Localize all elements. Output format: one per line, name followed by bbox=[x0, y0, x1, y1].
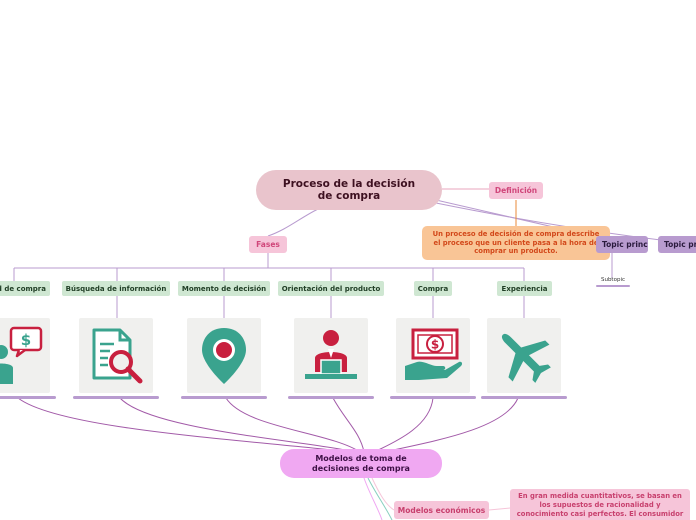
definition-text-node[interactable]: Un proceso de decisión de compra describ… bbox=[422, 226, 610, 260]
phase-label-text-2: Búsqueda de información bbox=[65, 284, 167, 293]
airplane-icon bbox=[501, 333, 551, 383]
subtopic-node[interactable]: Subtopic bbox=[590, 275, 636, 285]
phase-card-underline-6 bbox=[481, 396, 567, 399]
phase-label-2[interactable]: Búsqueda de información bbox=[62, 281, 170, 296]
economic-models-text: En gran medida cuantitativos, se basan e… bbox=[516, 492, 684, 518]
topic-label-1: Topic principal bbox=[602, 240, 648, 249]
economic-models-node[interactable]: Modelos económicos bbox=[394, 501, 489, 519]
phase-card-2[interactable] bbox=[79, 318, 153, 393]
phase-card-5[interactable]: $ bbox=[396, 318, 470, 393]
phase-card-underline-4 bbox=[288, 396, 374, 399]
phase-label-text-4: Orientación del producto bbox=[281, 284, 381, 293]
phase-card-6[interactable] bbox=[487, 318, 561, 393]
economic-models-label: Modelos económicos bbox=[397, 505, 486, 515]
phase-label-3[interactable]: Momento de decisión bbox=[178, 281, 270, 296]
phase-card-underline-1 bbox=[0, 396, 56, 399]
economic-models-text-node[interactable]: En gran medida cuantitativos, se basan e… bbox=[510, 489, 690, 520]
phase-card-4[interactable] bbox=[294, 318, 368, 393]
svg-text:$: $ bbox=[431, 337, 439, 351]
svg-text:$: $ bbox=[21, 331, 31, 349]
phase-label-text-6: Experiencia bbox=[501, 284, 548, 293]
phase-card-3[interactable] bbox=[187, 318, 261, 393]
phase-card-1[interactable]: $ bbox=[0, 318, 50, 393]
money-message-icon: $ bbox=[0, 326, 43, 384]
location-pin-icon bbox=[202, 327, 246, 384]
phases-node[interactable]: Fases bbox=[249, 236, 287, 253]
phase-label-text-1: Reconocimiento de la necesidad de compra bbox=[0, 284, 46, 293]
root-topic-label: Proceso de la decisión de compra bbox=[282, 178, 416, 202]
phase-label-text-5: Compra bbox=[417, 284, 449, 293]
topic-node-1[interactable]: Topic principal bbox=[596, 236, 648, 253]
root-topic[interactable]: Proceso de la decisión de compra bbox=[256, 170, 442, 210]
phase-label-text-3: Momento de decisión bbox=[181, 284, 267, 293]
phases-label: Fases bbox=[256, 240, 280, 249]
definition-node[interactable]: Definición bbox=[489, 182, 543, 199]
subtopic-label: Subtopic bbox=[600, 277, 626, 283]
document-search-icon bbox=[92, 328, 143, 383]
models-label: Modelos de toma de decisiones de compra bbox=[312, 454, 410, 473]
phase-label-4[interactable]: Orientación del producto bbox=[278, 281, 384, 296]
topic-node-2[interactable]: Topic principal bbox=[658, 236, 696, 253]
phase-card-underline-5 bbox=[390, 396, 476, 399]
phase-card-underline-2 bbox=[73, 396, 159, 399]
subtopic-underline bbox=[596, 285, 630, 287]
models-node[interactable]: Modelos de toma de decisiones de compra bbox=[280, 449, 442, 478]
phase-label-6[interactable]: Experiencia bbox=[497, 281, 552, 296]
person-at-desk-icon bbox=[305, 329, 357, 379]
phase-card-underline-3 bbox=[181, 396, 267, 399]
hand-money-icon: $ bbox=[405, 328, 463, 380]
link-root-fases bbox=[267, 208, 319, 237]
topic-label-2: Topic principal bbox=[664, 240, 696, 249]
phase-label-1[interactable]: Reconocimiento de la necesidad de compra bbox=[0, 281, 50, 296]
phase-label-5[interactable]: Compra bbox=[414, 281, 452, 296]
definition-label: Definición bbox=[494, 186, 538, 195]
definition-text: Un proceso de decisión de compra describ… bbox=[432, 230, 600, 256]
